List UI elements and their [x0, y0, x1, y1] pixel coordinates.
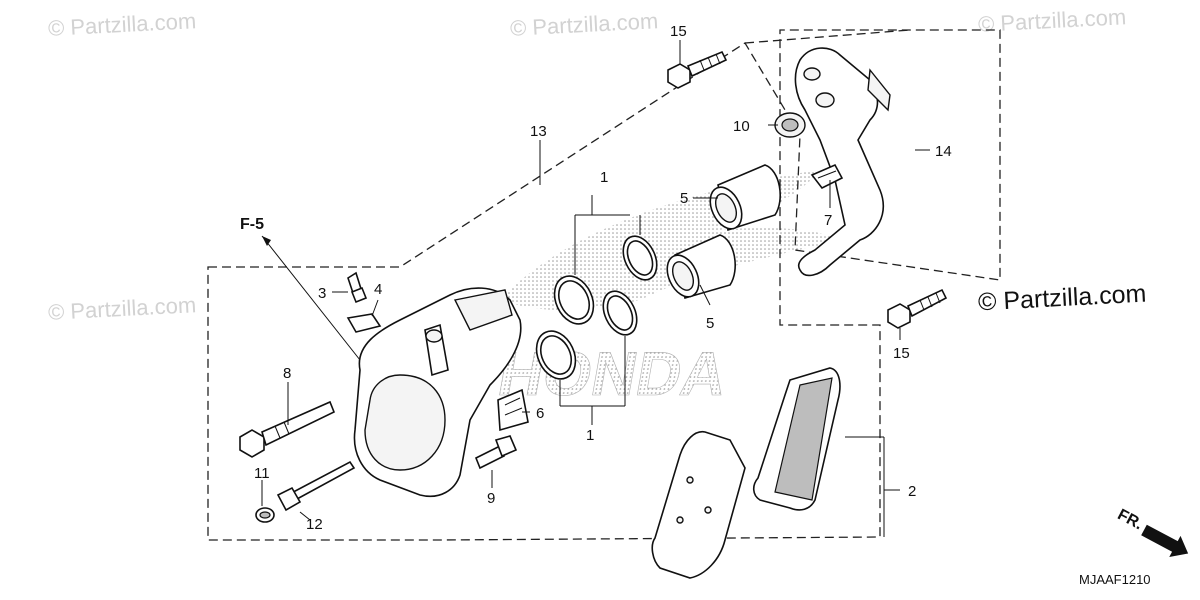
brake-pad-2-rear [752, 367, 841, 511]
callout-4: 4 [374, 281, 382, 298]
callout-12: 12 [306, 516, 323, 533]
cap-11 [255, 507, 275, 523]
callout-11: 11 [254, 465, 270, 482]
callout-2: 2 [908, 483, 916, 500]
honda-logo-text: HONDA [493, 339, 733, 408]
piston-5-lower [666, 234, 736, 300]
reference-label-f5: F-5 [240, 216, 264, 233]
brake-pad-2-front [651, 430, 746, 579]
callout-15-top: 15 [670, 23, 687, 40]
bracket-outline [744, 29, 911, 44]
pin-12 [276, 460, 356, 512]
callout-5-top: 5 [680, 190, 688, 207]
callout-8: 8 [283, 365, 291, 382]
callout-1-top: 1 [600, 169, 608, 186]
front-label: FR. [1115, 506, 1146, 533]
callout-10: 10 [733, 118, 750, 135]
callout-13: 13 [530, 123, 547, 140]
bleeder-cap-4 [346, 313, 382, 333]
bleeder-screw-3 [347, 271, 368, 304]
bolt-15-bottom [887, 288, 948, 329]
seal-set-1 [535, 235, 658, 380]
bracket-14 [794, 47, 891, 277]
leader-lines [261, 40, 930, 537]
bolt-9 [474, 435, 518, 470]
pad-spring-6 [497, 388, 529, 432]
callout-15-bottom: 15 [893, 345, 910, 362]
callout-9: 9 [487, 490, 495, 507]
callout-3: 3 [318, 285, 326, 302]
callout-5-bottom: 5 [706, 315, 714, 332]
pin-bolt-8 [239, 400, 336, 458]
callout-14: 14 [935, 143, 952, 160]
honda-wing-logo: HONDA [493, 170, 840, 409]
front-direction-arrow: FR. [1115, 506, 1189, 558]
piston-5-upper [709, 164, 781, 232]
boot-10 [774, 112, 806, 138]
caliper-body [353, 287, 522, 497]
diagram-code: MJAAF1210 [1079, 572, 1151, 587]
callout-1-bottom: 1 [586, 427, 594, 444]
clip-7 [810, 163, 844, 190]
bolt-15-top [667, 50, 728, 89]
callout-7: 7 [824, 212, 832, 229]
callout-6: 6 [536, 405, 544, 422]
caliper-assembly-outline [207, 29, 1001, 541]
